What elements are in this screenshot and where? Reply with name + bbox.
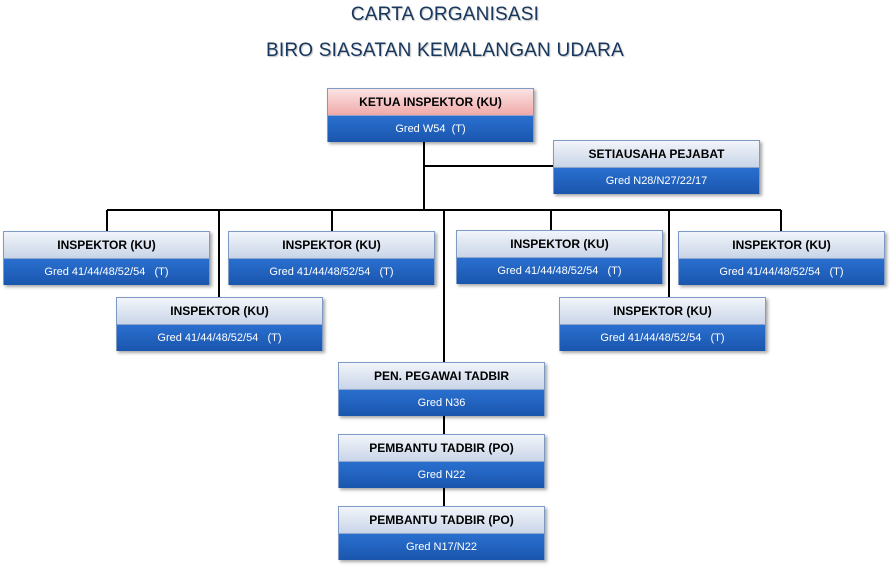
- node-title: INSPEKTOR (KU): [229, 232, 434, 259]
- node-inspektor-5: INSPEKTOR (KU) Gred 41/44/48/52/54 (T): [559, 297, 766, 351]
- node-title: KETUA INSPEKTOR (KU): [328, 89, 533, 116]
- node-grade: Gred 41/44/48/52/54 (T): [117, 325, 322, 351]
- node-setiausaha-pejabat: SETIAUSAHA PEJABAT Gred N28/N27/22/17: [553, 140, 760, 194]
- node-title: INSPEKTOR (KU): [4, 232, 209, 259]
- node-inspektor-6: INSPEKTOR (KU) Gred 41/44/48/52/54 (T): [678, 231, 885, 285]
- node-grade: Gred 41/44/48/52/54 (T): [4, 259, 209, 285]
- node-title: INSPEKTOR (KU): [117, 298, 322, 325]
- node-ketua-inspektor: KETUA INSPEKTOR (KU) Gred W54 (T): [327, 88, 534, 142]
- node-pen-pegawai-tadbir: PEN. PEGAWAI TADBIR Gred N36: [338, 362, 545, 416]
- node-grade: Gred N36: [339, 390, 544, 416]
- chart-subtitle: BIRO SIASATAN KEMALANGAN UDARA: [266, 40, 624, 61]
- node-title: SETIAUSAHA PEJABAT: [554, 141, 759, 168]
- node-grade: Gred N22: [339, 462, 544, 488]
- node-title: PEMBANTU TADBIR (PO): [339, 435, 544, 462]
- chart-title: CARTA ORGANISASI: [350, 4, 540, 25]
- node-inspektor-3: INSPEKTOR (KU) Gred 41/44/48/52/54 (T): [228, 231, 435, 285]
- node-grade: Gred 41/44/48/52/54 (T): [560, 325, 765, 351]
- node-title: INSPEKTOR (KU): [560, 298, 765, 325]
- node-title: INSPEKTOR (KU): [457, 231, 662, 258]
- node-title: INSPEKTOR (KU): [679, 232, 884, 259]
- node-inspektor-1: INSPEKTOR (KU) Gred 41/44/48/52/54 (T): [3, 231, 210, 285]
- node-inspektor-4: INSPEKTOR (KU) Gred 41/44/48/52/54 (T): [456, 230, 663, 284]
- node-title: PEMBANTU TADBIR (PO): [339, 507, 544, 534]
- node-grade: Gred N28/N27/22/17: [554, 168, 759, 194]
- node-grade: Gred 41/44/48/52/54 (T): [679, 259, 884, 285]
- node-grade: Gred 41/44/48/52/54 (T): [229, 259, 434, 285]
- node-grade: Gred W54 (T): [328, 116, 533, 142]
- node-inspektor-2: INSPEKTOR (KU) Gred 41/44/48/52/54 (T): [116, 297, 323, 351]
- node-title: PEN. PEGAWAI TADBIR: [339, 363, 544, 390]
- node-grade: Gred N17/N22: [339, 534, 544, 560]
- node-pembantu-tadbir-2: PEMBANTU TADBIR (PO) Gred N17/N22: [338, 506, 545, 560]
- node-pembantu-tadbir-1: PEMBANTU TADBIR (PO) Gred N22: [338, 434, 545, 488]
- node-grade: Gred 41/44/48/52/54 (T): [457, 258, 662, 284]
